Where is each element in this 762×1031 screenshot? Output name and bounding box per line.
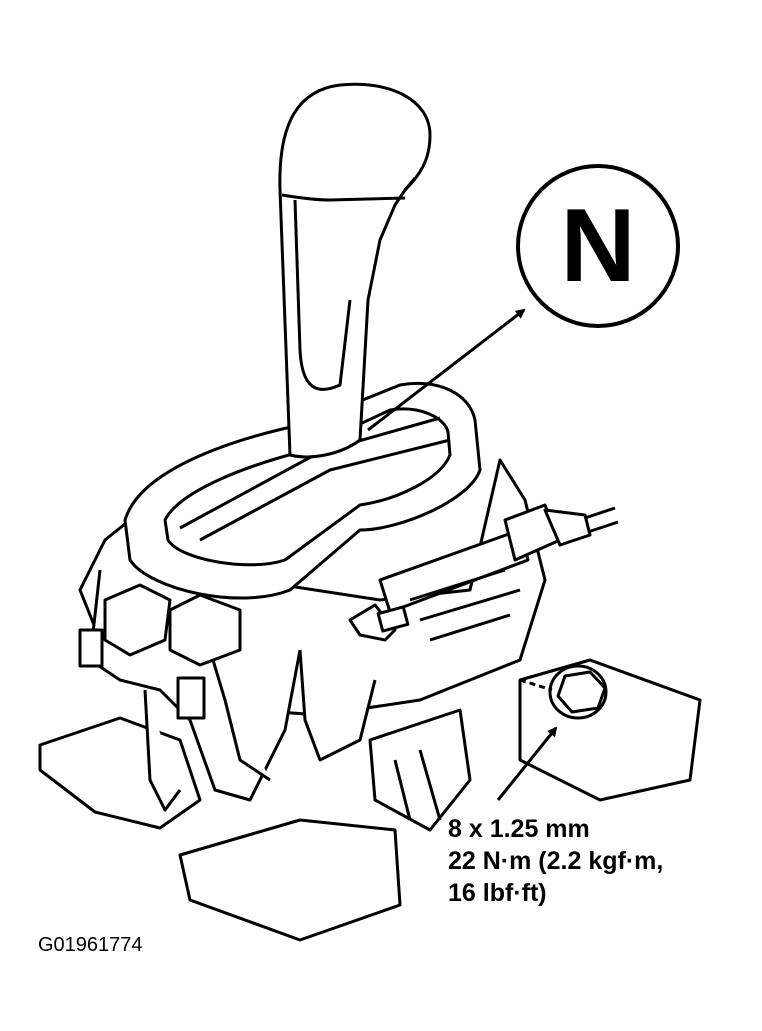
position-letter: N bbox=[560, 187, 636, 304]
nut-leader-arrow bbox=[496, 726, 558, 801]
flange-nut bbox=[519, 664, 608, 720]
torque-label-line-2: 16 lbf·ft) bbox=[448, 879, 547, 907]
position-callout-circle bbox=[516, 164, 680, 328]
base-bracket bbox=[38, 658, 702, 942]
callout-leader-arrow bbox=[367, 308, 526, 432]
shift-cable bbox=[348, 503, 619, 642]
indicator-cover bbox=[123, 381, 482, 600]
shift-lever-knob bbox=[278, 82, 432, 459]
torque-label-line-1: 22 N·m (2.2 kgf·m, bbox=[448, 847, 664, 875]
fastener-size-label: 8 x 1.25 mm bbox=[448, 815, 590, 843]
figure-id: G01961774 bbox=[38, 934, 143, 956]
